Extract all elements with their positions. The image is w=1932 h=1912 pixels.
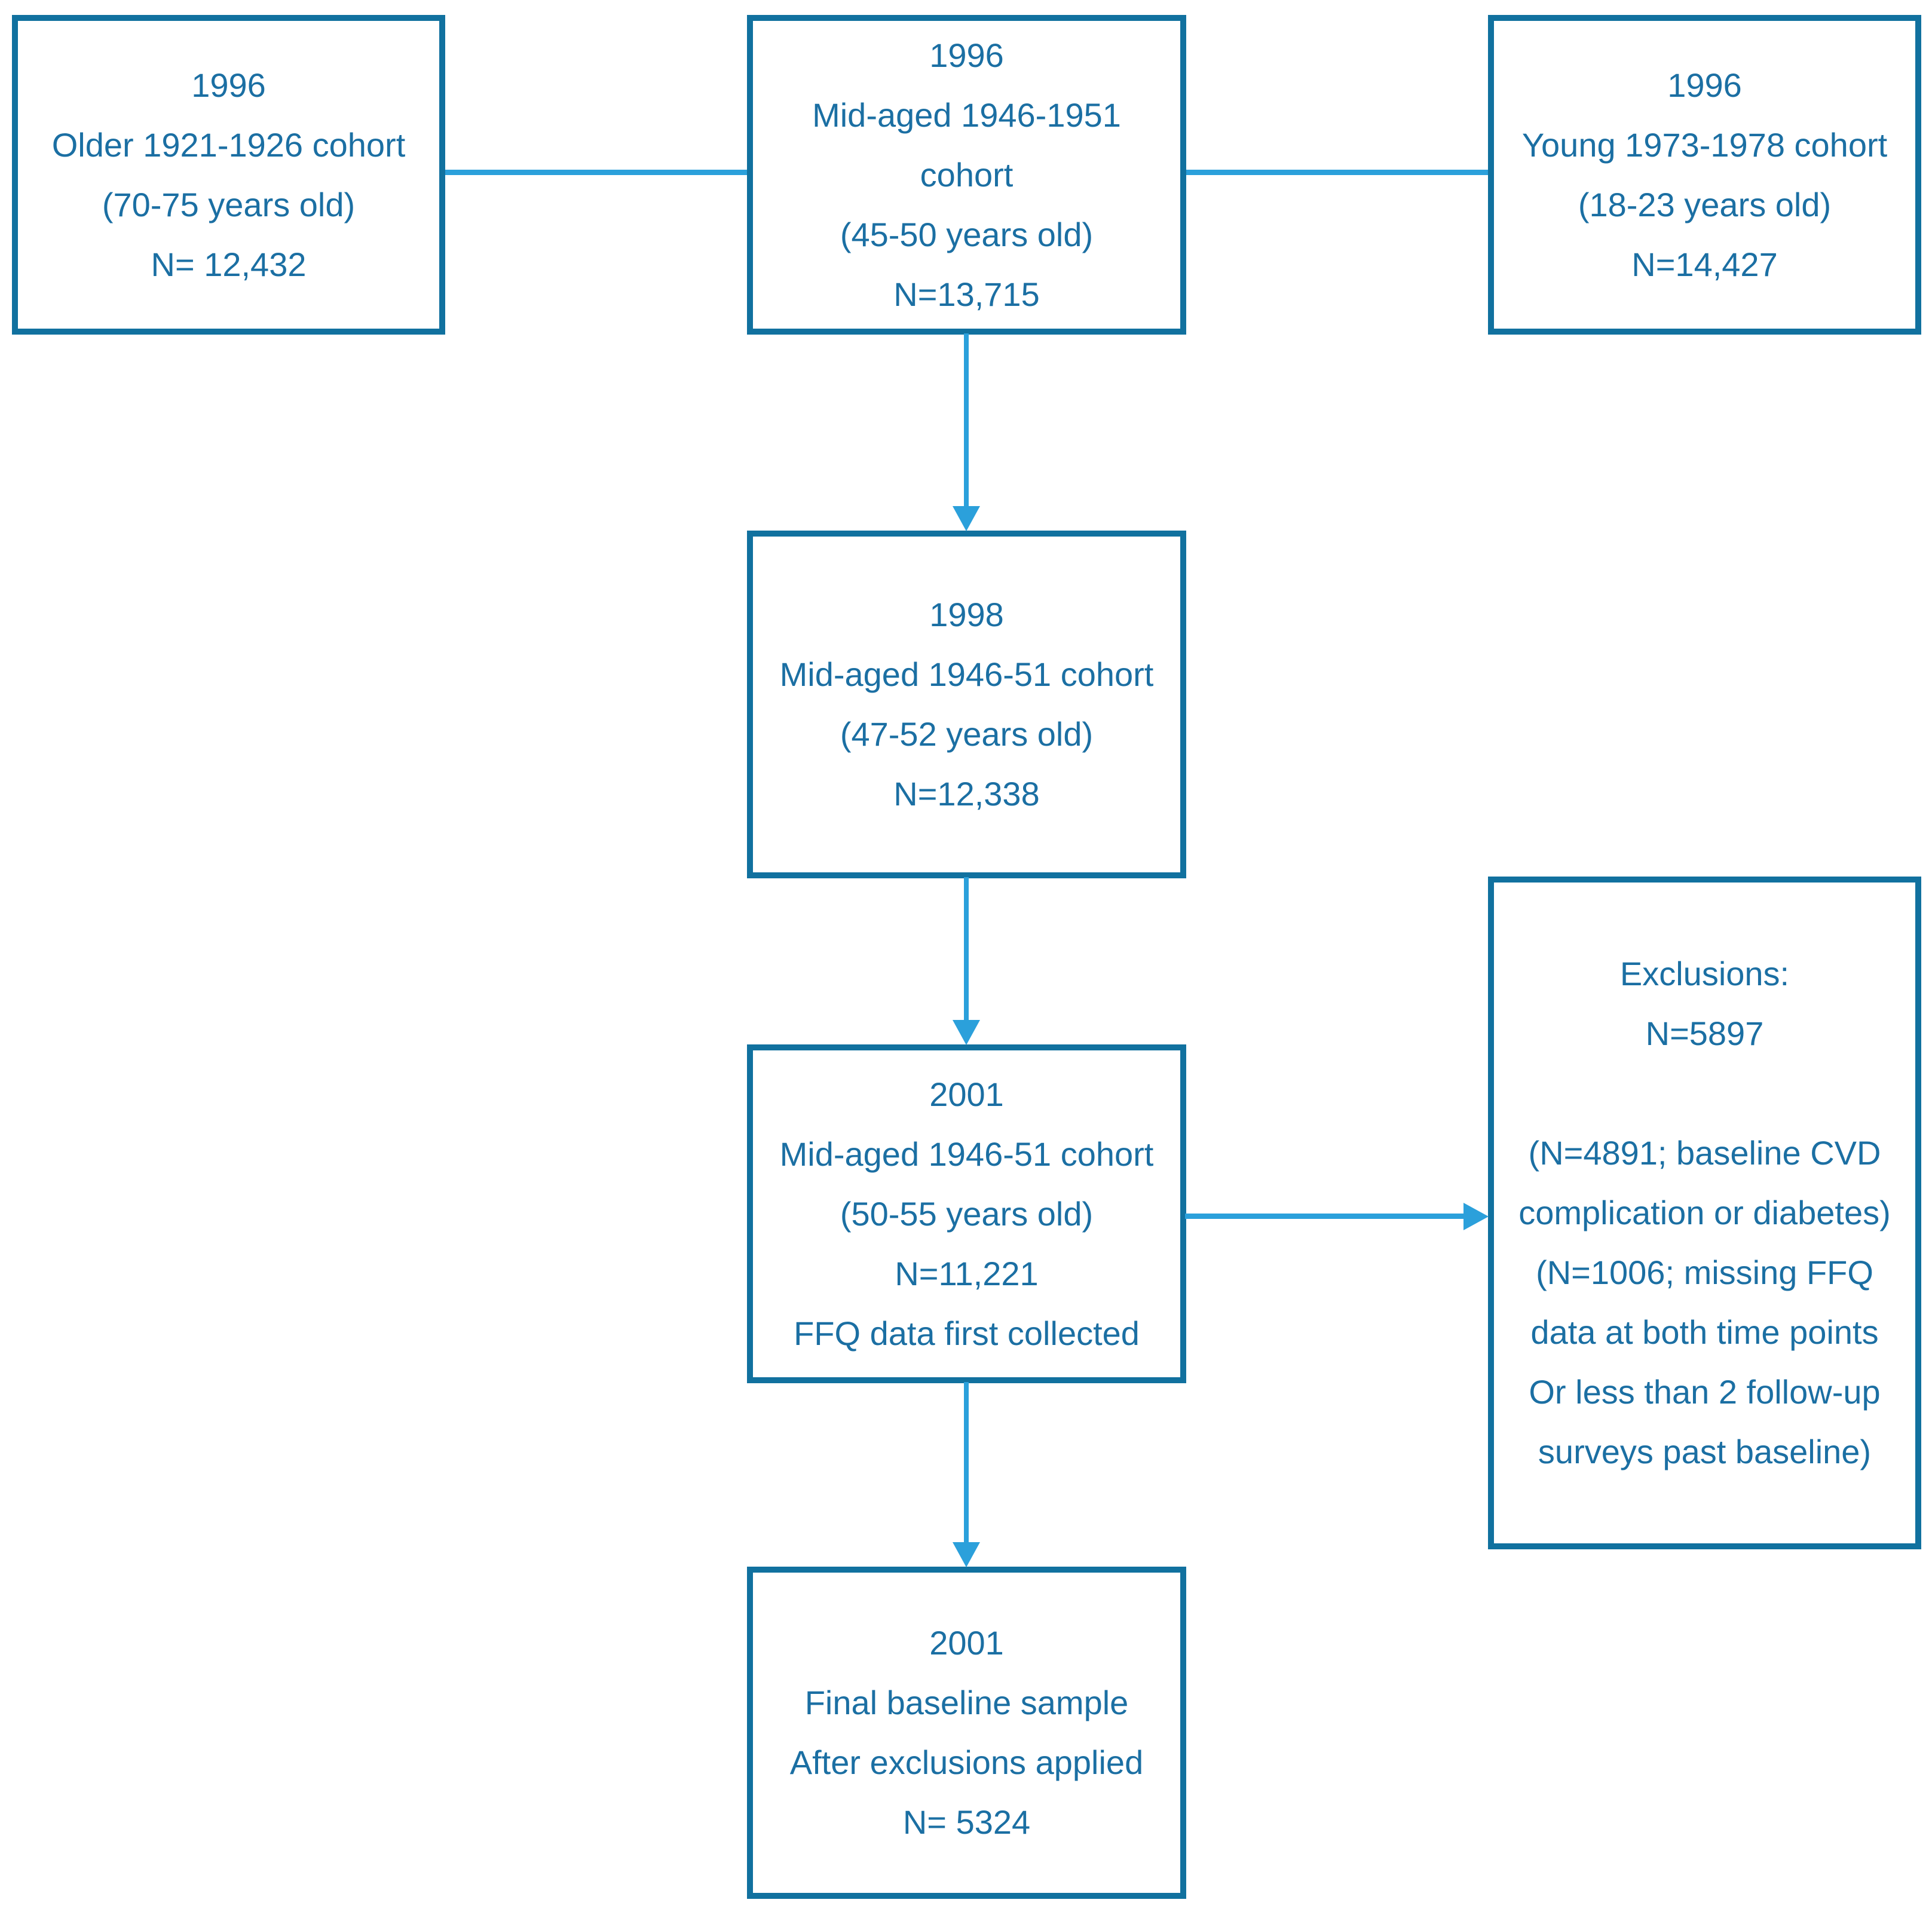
text-line: Young 1973-1978 cohort (1521, 125, 1888, 164)
text-line (1494, 1064, 1915, 1123)
text-line: 2001 (929, 1075, 1004, 1113)
text-line: (47-52 years old) (840, 715, 1094, 753)
text-line: Final baseline sample (804, 1684, 1129, 1721)
text-line: 1996 (929, 36, 1004, 74)
text-line: cohort (920, 155, 1014, 194)
connector-2001-to-exclusions-stem (1185, 1214, 1465, 1219)
text-line: 1996 (1667, 66, 1742, 104)
text-line: N=14,427 (1631, 245, 1778, 283)
connector-midaged-to-young-line (1186, 170, 1488, 175)
text-line: Mid-aged 1946-51 cohort (779, 655, 1154, 693)
text-line: N= 5324 (902, 1803, 1031, 1841)
text-line: Mid-aged 1946-1951 (812, 96, 1121, 134)
arrowhead-down-icon (953, 1542, 980, 1567)
text-line: Older 1921-1926 cohort (51, 125, 406, 164)
text-line: complication or diabetes) (1518, 1194, 1891, 1231)
text-line: N= 12,432 (151, 245, 307, 283)
text-line: (50-55 years old) (840, 1194, 1094, 1233)
text-line: (18-23 years old) (1578, 185, 1832, 223)
connector-1996-to-1998-stem (964, 333, 969, 508)
text-line: N=5897 (1645, 1015, 1764, 1052)
text-line: N=13,715 (893, 275, 1040, 313)
text-line: Exclusions: (1619, 955, 1790, 992)
text-line: 1998 (929, 596, 1004, 633)
text-line: (N=4891; baseline CVD (1528, 1134, 1881, 1172)
text-line: N=12,338 (893, 775, 1040, 813)
text-line: surveys past baseline) (1538, 1433, 1872, 1470)
text-line: 2001 (929, 1624, 1004, 1662)
connector-2001-to-final-stem (964, 1382, 969, 1543)
text-line: Or less than 2 follow-up (1529, 1373, 1881, 1411)
text-line: (45-50 years old) (840, 215, 1094, 253)
text-line: After exclusions applied (789, 1744, 1144, 1781)
text-line: 1996 (191, 66, 266, 104)
box-exclusions: Exclusions: N=5897 (N=4891; baseline CVD c… (1488, 877, 1921, 1549)
arrowhead-down-icon (953, 506, 980, 531)
text-line: data at both time points (1530, 1313, 1879, 1351)
text-line: N=11,221 (895, 1254, 1039, 1292)
arrowhead-right-icon (1463, 1203, 1489, 1230)
text-line: (70-75 years old) (102, 185, 356, 223)
connector-older-to-midaged-line (445, 170, 747, 175)
text-line: Mid-aged 1946-51 cohort (779, 1135, 1154, 1173)
text-line: (N=1006; missing FFQ (1536, 1254, 1873, 1291)
connector-1998-to-2001-stem (964, 877, 969, 1021)
arrowhead-down-icon (953, 1020, 980, 1045)
text-line: FFQ data first collected (794, 1314, 1140, 1352)
